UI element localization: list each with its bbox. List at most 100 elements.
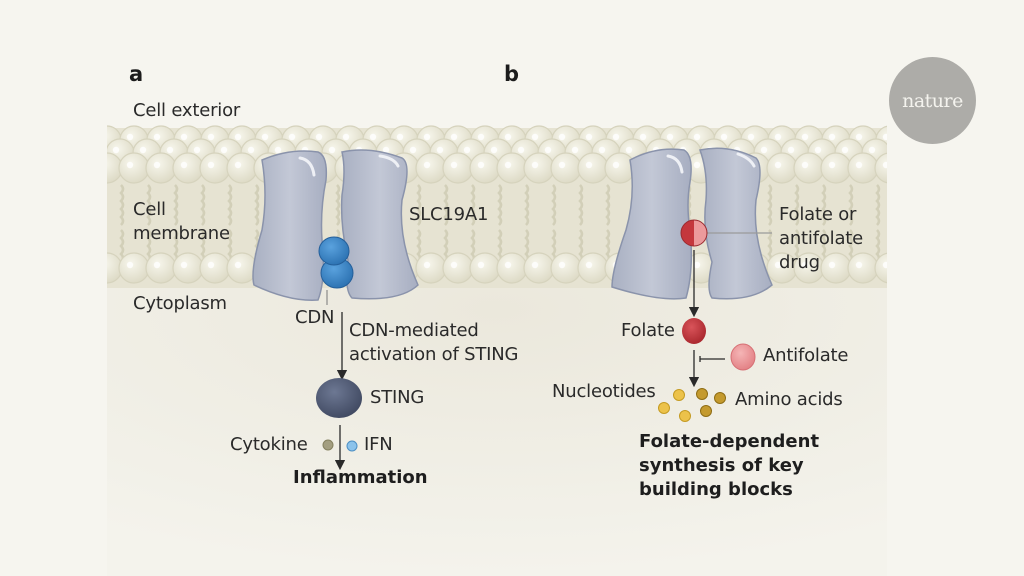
folate-or-antifolate-molecule — [680, 219, 772, 247]
lipid-tail — [146, 184, 152, 226]
lipid-highlight — [126, 161, 134, 169]
cytokine-dot — [322, 439, 334, 451]
cdn-activation-label-2: activation of STING — [349, 344, 519, 365]
lipid-highlight — [342, 133, 350, 141]
lipid-head — [523, 252, 555, 284]
nucleotide-dot — [673, 389, 685, 401]
lipid-highlight — [531, 161, 539, 169]
lipid-head — [766, 152, 798, 184]
lipid-highlight — [207, 133, 215, 141]
lipid-head — [550, 152, 582, 184]
lipid-highlight — [531, 133, 539, 141]
lipid-tail — [497, 184, 503, 226]
lipid-tail — [794, 229, 800, 263]
cdn-molecule — [318, 236, 354, 305]
lipid-highlight — [504, 161, 512, 169]
lipid-highlight — [261, 133, 269, 141]
lipid-highlight — [100, 134, 106, 140]
lipid-highlight — [450, 133, 458, 141]
lipid-highlight — [100, 262, 106, 268]
lipid-tail — [200, 184, 206, 226]
lipid-head — [820, 252, 852, 284]
lipid-head — [226, 152, 258, 184]
inflammation-label: Inflammation — [293, 467, 428, 488]
lipid-highlight — [841, 146, 849, 154]
lipid-highlight — [450, 161, 458, 169]
lipid-tail — [578, 229, 584, 263]
lipid-tail — [443, 184, 449, 226]
lipid-tail — [875, 229, 881, 263]
lipid-highlight — [760, 146, 768, 154]
lipid-tail — [173, 229, 179, 263]
lipid-highlight — [382, 146, 390, 154]
lipid-tail — [605, 184, 611, 226]
lipid-head — [577, 152, 609, 184]
lipid-highlight — [153, 133, 161, 141]
lipid-highlight — [423, 161, 431, 169]
lipid-highlight — [585, 261, 593, 269]
lipid-highlight — [747, 133, 755, 141]
lipid-head — [523, 152, 555, 184]
lipid-head — [107, 152, 123, 184]
lipid-tail — [470, 229, 476, 263]
lipid-highlight — [787, 146, 795, 154]
lipid-head — [118, 152, 150, 184]
lipid-tail — [524, 229, 530, 263]
nucleotide-dot — [658, 402, 670, 414]
lipid-tail — [578, 184, 584, 226]
lipid-highlight — [868, 146, 876, 154]
lipid-highlight — [585, 161, 593, 169]
lipid-highlight — [436, 146, 444, 154]
lipid-head — [145, 152, 177, 184]
lipid-head — [496, 152, 528, 184]
lipid-head — [469, 152, 501, 184]
lipid-head — [107, 252, 123, 284]
lipid-head — [577, 252, 609, 284]
lipid-highlight — [450, 261, 458, 269]
folate-label: Folate — [621, 320, 675, 341]
lipid-head — [874, 152, 887, 184]
lipid-tail — [119, 184, 125, 226]
lipid-highlight — [234, 261, 242, 269]
lipid-tail — [173, 184, 179, 226]
lipid-highlight — [477, 133, 485, 141]
lipid-highlight — [693, 261, 701, 269]
lipid-tail — [767, 229, 773, 263]
lipid-highlight — [315, 133, 323, 141]
lipid-highlight — [774, 133, 782, 141]
lipid-head — [199, 152, 231, 184]
lipid-tail — [254, 184, 260, 226]
lipid-highlight — [828, 261, 836, 269]
lipid-tail — [227, 184, 233, 226]
lipid-highlight — [720, 133, 728, 141]
lipid-highlight — [369, 133, 377, 141]
outcome-label-1: Folate-dependent — [639, 431, 820, 452]
lipid-tail — [497, 229, 503, 263]
slc19a1-label: SLC19A1 — [409, 204, 489, 225]
amino-acids-label: Amino acids — [735, 389, 843, 410]
lipid-head — [442, 252, 474, 284]
nucleotides-label: Nucleotides — [552, 381, 656, 402]
lipid-tail — [119, 229, 125, 263]
lipid-head — [199, 252, 231, 284]
lipid-head — [172, 152, 204, 184]
amino-acid-dot — [700, 405, 712, 417]
lipid-tail — [605, 229, 611, 263]
amino-acid-dot — [714, 392, 726, 404]
lipid-head — [820, 152, 852, 184]
lipid-highlight — [180, 133, 188, 141]
folate-or-antifolate-label-2: antifolate — [779, 228, 864, 249]
lipid-tail — [200, 229, 206, 263]
lipid-tail — [524, 184, 530, 226]
lipid-highlight — [544, 146, 552, 154]
lipid-tail — [416, 229, 422, 263]
lipid-tail — [821, 184, 827, 226]
lipid-highlight — [396, 133, 404, 141]
lipid-highlight — [180, 161, 188, 169]
lipid-highlight — [598, 146, 606, 154]
lipid-highlight — [855, 161, 863, 169]
lipid-tail — [146, 229, 152, 263]
lipid-highlight — [166, 146, 174, 154]
lipid-highlight — [463, 146, 471, 154]
